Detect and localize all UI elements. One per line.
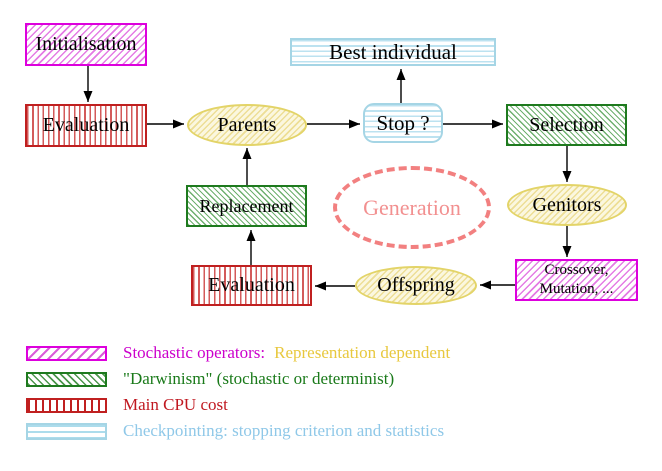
legend-item-darwinism: "Darwinism" (stochastic or determinist) (26, 369, 395, 388)
node-mutation-label: Mutation, ... (539, 281, 614, 297)
legend-swatch-checkpointing (26, 422, 107, 440)
node-selection: Selection (506, 104, 627, 146)
legend-item-checkpointing: Checkpointing: stopping criterion and st… (26, 421, 445, 440)
legend-label-main-cpu-cost: Main CPU cost (123, 395, 228, 414)
node-initialisation-label: Initialisation (35, 33, 137, 55)
legend-swatch-stochastic-operators (26, 345, 107, 361)
node-offspring-label: Offspring (377, 274, 455, 296)
node-genitors-label: Genitors (532, 193, 602, 216)
legend-item-main-cpu-cost: Main CPU cost (26, 395, 228, 414)
legend-label-representation-dependent: Representation dependent (274, 343, 451, 362)
node-crossover-label: Crossover, (544, 262, 609, 279)
node-parents: Parents (187, 104, 307, 146)
legend-item-stochastic-operators: Stochastic operators: Representation dep… (26, 343, 451, 362)
node-replacement: Replacement (186, 185, 307, 227)
node-replacement-label: Replacement (199, 195, 294, 216)
node-genitors: Genitors (507, 184, 627, 226)
node-parents-label: Parents (217, 113, 277, 136)
node-stop: Stop ? (363, 103, 443, 143)
node-offspring: Offspring (355, 266, 477, 305)
node-best-individual-label: Best individual (329, 39, 457, 64)
generation-cycle-ellipse: Generation (333, 166, 491, 249)
node-crossover-mutation: Crossover, Mutation, ... (515, 259, 638, 301)
node-evaluation-bottom-label: Evaluation (208, 274, 295, 296)
node-stop-label: Stop ? (376, 110, 430, 135)
node-best-individual: Best individual (290, 38, 496, 66)
legend-label-stochastic-operators: Stochastic operators: (123, 343, 266, 362)
node-evaluation-top: Evaluation (25, 104, 147, 147)
node-evaluation-top-label: Evaluation (42, 114, 130, 136)
node-initialisation: Initialisation (25, 23, 147, 66)
legend-label-checkpointing: Checkpointing: stopping criterion and st… (123, 421, 445, 440)
legend-label-darwinism: "Darwinism" (stochastic or determinist) (123, 369, 395, 388)
node-evaluation-bottom: Evaluation (191, 265, 312, 306)
node-selection-label: Selection (529, 113, 604, 136)
generation-label: Generation (363, 194, 461, 220)
legend-swatch-darwinism (26, 371, 107, 387)
legend-swatch-main-cpu-cost (26, 397, 107, 413)
